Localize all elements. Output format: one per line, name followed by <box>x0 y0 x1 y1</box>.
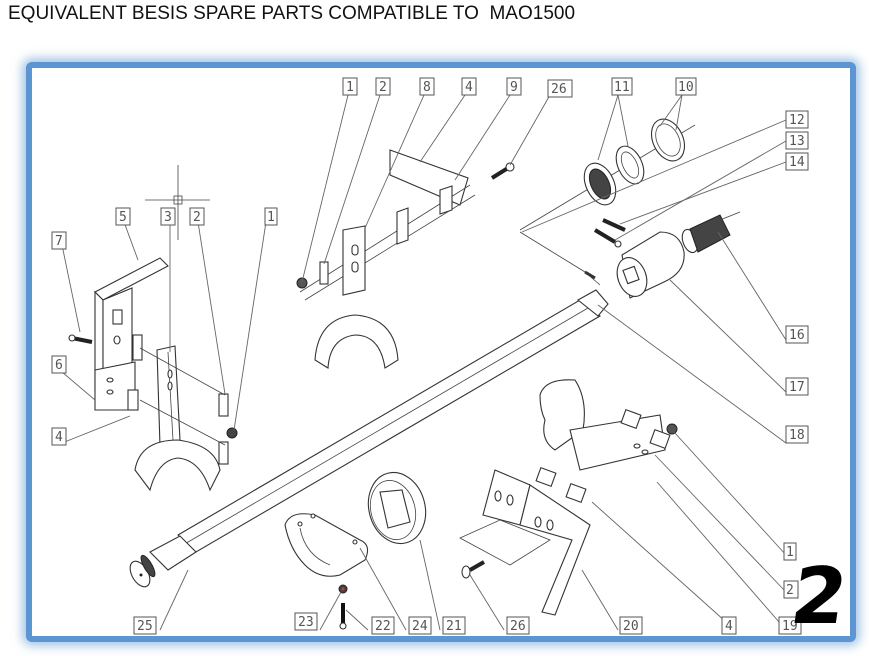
callout-26-top: 26 <box>547 79 573 98</box>
callout-6: 6 <box>51 355 67 374</box>
callout-8-top: 8 <box>419 77 435 96</box>
svg-text:18: 18 <box>789 428 805 443</box>
callout-12: 12 <box>785 110 809 129</box>
svg-text:1: 1 <box>346 80 354 95</box>
svg-text:2: 2 <box>786 583 794 598</box>
callout-23: 23 <box>294 612 318 631</box>
washer-part-23 <box>338 584 348 594</box>
callout-18: 18 <box>785 425 809 444</box>
top-bracket-assembly <box>296 149 476 369</box>
svg-text:8: 8 <box>423 80 431 95</box>
ring-part-21 <box>367 471 427 545</box>
clamp-part-24 <box>284 513 369 577</box>
screw-part-26-bottom <box>461 560 485 579</box>
callout-10: 10 <box>675 77 697 96</box>
leader-lines <box>61 94 787 631</box>
svg-text:2: 2 <box>193 210 201 225</box>
callout-25: 25 <box>133 616 157 635</box>
callout-24: 24 <box>408 616 432 635</box>
svg-text:13: 13 <box>789 134 805 149</box>
callout-14: 14 <box>785 152 809 171</box>
callout-21: 21 <box>442 616 466 635</box>
svg-text:24: 24 <box>412 619 428 634</box>
callout-16: 16 <box>785 325 809 344</box>
callout-4-top: 4 <box>461 77 477 96</box>
callout-5: 5 <box>115 207 131 226</box>
coupling-parts <box>519 211 741 299</box>
svg-text:3: 3 <box>164 210 172 225</box>
svg-text:1: 1 <box>786 545 794 560</box>
callout-1-top: 1 <box>342 77 358 96</box>
callout-19: 19 <box>778 616 802 635</box>
callout-20: 20 <box>619 616 643 635</box>
document-title: EQUIVALENT BESIS SPARE PARTS COMPATIBLE … <box>8 3 576 24</box>
svg-text:22: 22 <box>375 619 391 634</box>
callout-2-right: 2 <box>783 580 799 599</box>
page-number: 2 <box>785 552 853 642</box>
svg-text:2: 2 <box>379 80 387 95</box>
svg-text:23: 23 <box>298 615 314 630</box>
svg-text:6: 6 <box>55 358 63 373</box>
svg-text:9: 9 <box>510 80 518 95</box>
svg-text:21: 21 <box>446 619 462 634</box>
svg-text:25: 25 <box>137 619 153 634</box>
bearing-parts-11-10 <box>519 118 696 231</box>
svg-text:26: 26 <box>510 619 526 634</box>
screw-part-26-top <box>490 162 515 180</box>
callout-22: 22 <box>371 616 395 635</box>
callout-11: 11 <box>611 77 633 96</box>
right-bracket-assembly <box>459 379 678 616</box>
svg-text:12: 12 <box>789 113 805 128</box>
callout-2-top: 2 <box>375 77 391 96</box>
callout-4-right: 4 <box>721 616 737 635</box>
callout-13: 13 <box>785 131 809 150</box>
callout-1-left: 1 <box>264 207 278 226</box>
svg-text:20: 20 <box>623 619 639 634</box>
callout-7: 7 <box>51 231 67 250</box>
left-bracket-assembly <box>68 257 238 492</box>
svg-text:17: 17 <box>789 380 805 395</box>
svg-text:7: 7 <box>55 234 63 249</box>
callout-9-top: 9 <box>506 77 522 96</box>
callout-1-right: 1 <box>783 542 797 561</box>
svg-text:5: 5 <box>119 210 127 225</box>
main-shaft-part-25 <box>129 289 609 588</box>
svg-text:4: 4 <box>725 619 733 634</box>
svg-text:14: 14 <box>789 155 805 170</box>
svg-text:4: 4 <box>55 430 63 445</box>
callout-3: 3 <box>160 207 176 226</box>
svg-text:26: 26 <box>551 82 567 97</box>
svg-text:4: 4 <box>465 80 473 95</box>
svg-text:1: 1 <box>267 210 275 225</box>
svg-text:10: 10 <box>678 80 694 95</box>
crosshair-marker <box>145 165 210 240</box>
callout-2-left: 2 <box>189 207 205 226</box>
callout-26-bottom: 26 <box>506 616 530 635</box>
callout-4-left: 4 <box>51 427 67 446</box>
svg-text:19: 19 <box>782 619 798 634</box>
callout-17: 17 <box>785 377 809 396</box>
svg-text:16: 16 <box>789 328 805 343</box>
bolt-part-22 <box>339 603 347 630</box>
svg-text:11: 11 <box>614 80 630 95</box>
